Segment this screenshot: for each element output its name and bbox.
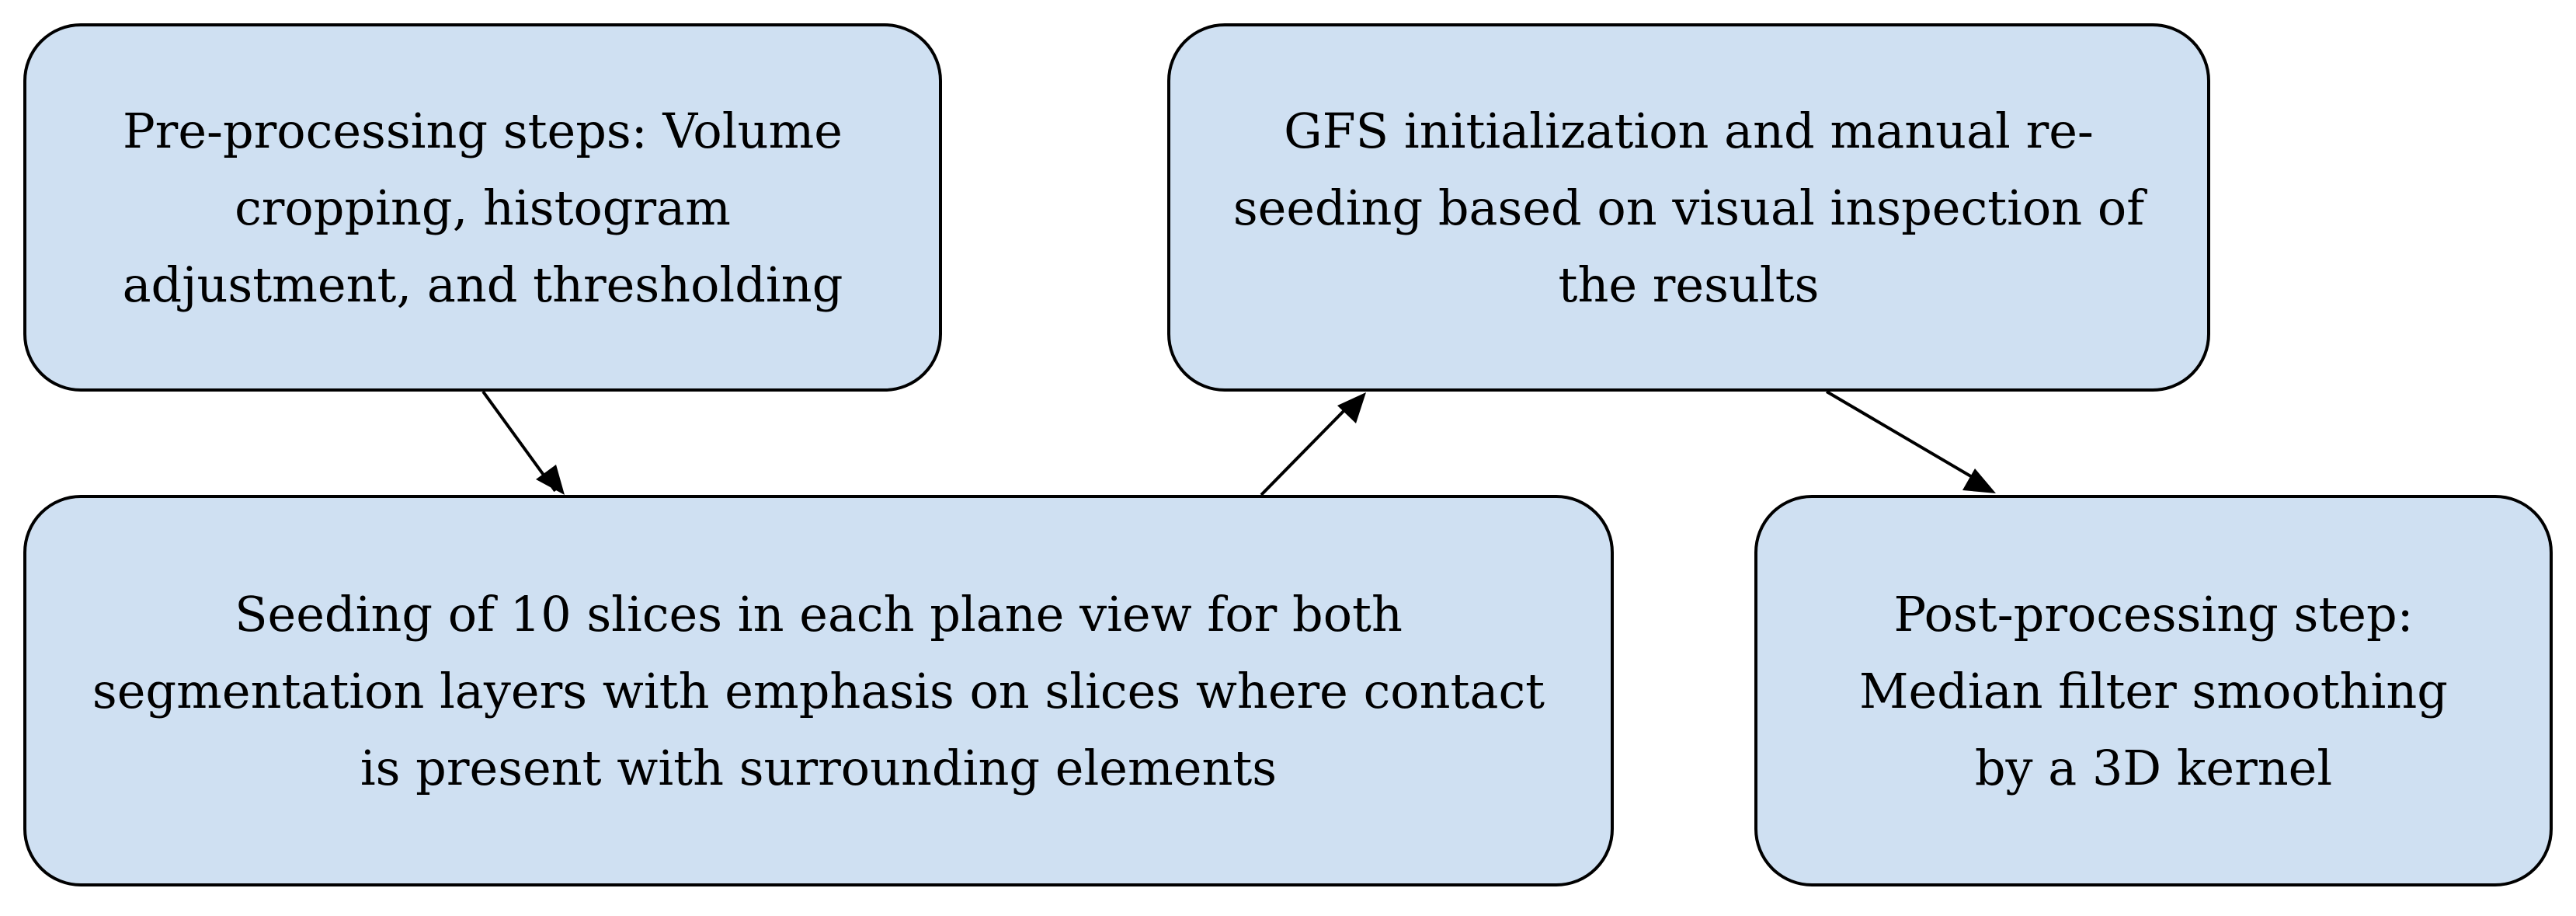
gfs-line-2: seeding based on visual inspection of [1232,179,2145,236]
postprocessing-line-2: Median filter smoothing [1859,662,2448,719]
seeding-node-text: Seeding of 10 slices in each plane view … [92,576,1545,806]
gfs-node-text: GFS initialization and manual re- seedin… [1233,92,2144,323]
preprocessing-node-text: Pre-processing steps: Volume cropping, h… [123,92,843,323]
seeding-line-2: segmentation layers with emphasis on sli… [92,662,1545,719]
seeding-node: Seeding of 10 slices in each plane view … [23,495,1614,886]
postprocessing-line-1: Post-processing step: [1893,585,2414,643]
preprocessing-line-3: adjustment, and thresholding [122,256,843,313]
postprocessing-line-3: by a 3D kernel [1974,739,2333,796]
gfs-initialization-node: GFS initialization and manual re- seedin… [1167,23,2210,392]
preprocessing-line-1: Pre-processing steps: Volume [122,102,843,159]
preprocessing-node: Pre-processing steps: Volume cropping, h… [23,23,942,392]
postprocessing-node: Post-processing step: Median filter smoo… [1754,495,2553,886]
seeding-line-3: is present with surrounding elements [360,739,1278,796]
preprocessing-line-2: cropping, histogram [235,179,731,236]
gfs-line-3: the results [1558,256,1820,313]
arrow-seeding-to-gfs [1260,392,1366,496]
postprocessing-node-text: Post-processing step: Median filter smoo… [1859,576,2448,806]
gfs-line-1: GFS initialization and manual re- [1284,102,2094,159]
arrow-preprocessing-to-seeding [481,390,565,495]
arrow-gfs-to-postprocessing [1825,390,1996,493]
seeding-line-1: Seeding of 10 slices in each plane view … [235,585,1403,643]
